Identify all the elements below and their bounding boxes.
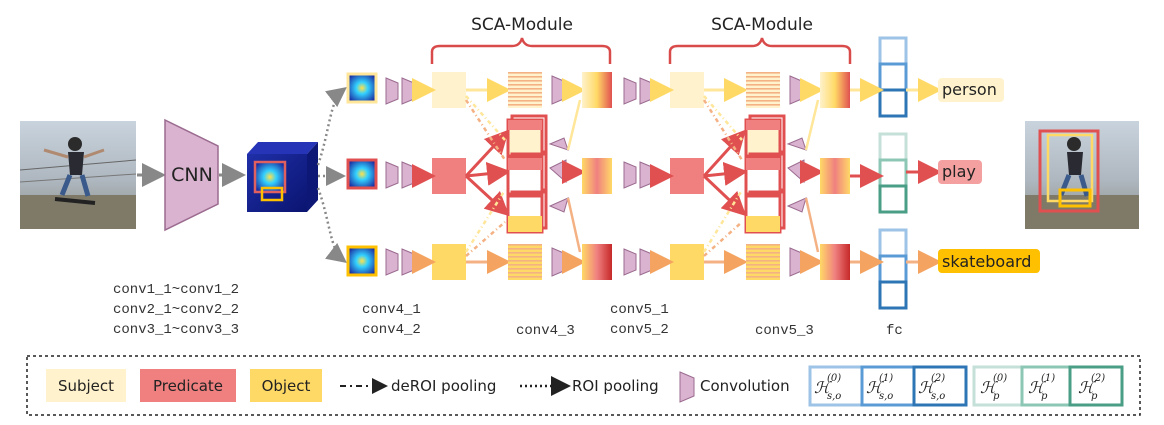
module1-object-feature — [508, 244, 542, 280]
sca-module-title-2: SCA-Module — [711, 15, 813, 35]
module2-fusion-lines — [800, 78, 824, 274]
svg-text:(0): (0) — [993, 373, 1007, 384]
legend-deroi-label: deROI pooling — [391, 377, 496, 395]
legend-subject-swatch — [46, 369, 126, 402]
layer-label-conv4-3: conv4_3 — [516, 323, 575, 339]
legend-object-swatch — [250, 369, 322, 402]
legend: Subject Predicate Object deROI pooling R… — [26, 355, 1141, 416]
sca-module-title-1: SCA-Module — [471, 15, 573, 35]
legend-hso-text: ℋs,o(0)ℋs,o(1)ℋs,o(2) — [814, 373, 945, 402]
main-flow-arrows — [412, 78, 942, 274]
layer-label-conv5-3: conv5_3 — [755, 323, 814, 339]
svg-text:ℋ: ℋ — [1028, 378, 1046, 397]
fc-stack-object — [878, 228, 908, 310]
svg-text:ℋ: ℋ — [918, 378, 936, 397]
layer-label-backbone-3: conv3_1~conv3_3 — [113, 322, 239, 338]
fc-stack-subject — [878, 36, 908, 118]
output-person: person — [938, 78, 1004, 102]
roi-pooling-arrows — [316, 86, 347, 264]
feature-map-cube — [247, 142, 318, 212]
legend-hso-1: ℋs,o (1) — [866, 373, 893, 402]
sca-module-bracket-2: SCA-Module — [668, 15, 852, 64]
layer-label-fc: fc — [886, 323, 903, 339]
roi-map-object — [346, 245, 378, 277]
legend-object-label: Object — [262, 377, 311, 395]
svg-text:(2): (2) — [931, 373, 945, 384]
roi-map-subject — [346, 72, 378, 104]
legend-predicate-label: Predicate — [153, 377, 223, 395]
module1-predicate-stack — [506, 114, 548, 234]
module1-fusion-lines — [562, 78, 586, 274]
module2-predicate-stack — [744, 114, 786, 234]
module2-object-feature — [746, 244, 780, 280]
output-skateboard: skateboard — [938, 249, 1040, 273]
module2-conv3-blocks — [786, 75, 807, 277]
module1-conv3-blocks — [548, 75, 569, 277]
svg-text:s,o: s,o — [879, 391, 893, 402]
module1-outputs — [582, 72, 612, 280]
legend-predicate-swatch — [140, 369, 236, 402]
svg-text:ℋ: ℋ — [1078, 378, 1096, 397]
output-photo — [1025, 121, 1139, 229]
layer-label-conv4-1: conv4_1 — [362, 302, 421, 318]
layer-label-conv5-1: conv5_1 — [610, 302, 669, 318]
svg-text:(2): (2) — [1091, 373, 1105, 384]
layer-label-conv4-2: conv4_2 — [362, 322, 421, 338]
layer-label-backbone-1: conv1_1~conv1_2 — [113, 282, 239, 298]
conv4-1-2-blocks — [385, 77, 415, 276]
sca-module-bracket-1: SCA-Module — [430, 15, 612, 64]
cnn-label: CNN — [171, 164, 213, 186]
layer-label-backbone-2: conv2_1~conv2_2 — [113, 302, 239, 318]
output-skateboard-label: skateboard — [942, 252, 1031, 271]
output-play: play — [938, 160, 982, 184]
module2-flow-lines — [702, 78, 748, 274]
svg-text:(0): (0) — [827, 373, 841, 384]
legend-hp-1: ℋp (1) — [1028, 373, 1055, 402]
roi-map-predicate — [346, 158, 378, 190]
module1-flow-lines — [464, 78, 511, 274]
module1-subject-feature — [508, 72, 542, 108]
svg-text:ℋ: ℋ — [866, 378, 884, 397]
legend-subject-label: Subject — [58, 377, 114, 395]
svg-text:(1): (1) — [879, 373, 893, 384]
layer-label-conv5-2: conv5_2 — [610, 322, 669, 338]
legend-roi-label: ROI pooling — [572, 377, 659, 395]
legend-hp-text: ℋp(0)ℋp(1)ℋp(2) — [980, 373, 1105, 402]
svg-text:s,o: s,o — [827, 391, 841, 402]
conv5-1-2-blocks — [623, 77, 653, 276]
legend-hso-2: ℋs,o (2) — [918, 373, 945, 402]
legend-convolution-icon — [679, 371, 695, 403]
legend-convolution-label: Convolution — [700, 377, 790, 395]
fc-stack-predicate — [878, 132, 908, 214]
svg-text:(1): (1) — [1041, 373, 1055, 384]
module1-inputs — [432, 72, 466, 280]
cnn-backbone: CNN — [164, 118, 219, 232]
svg-text:p: p — [993, 391, 1000, 402]
svg-text:p: p — [1041, 391, 1048, 402]
module2-subject-feature — [746, 72, 780, 108]
output-play-label: play — [942, 162, 976, 181]
module2-outputs — [820, 72, 850, 280]
legend-hp-group — [972, 365, 1124, 407]
svg-text:ℋ: ℋ — [980, 378, 998, 397]
legend-border — [26, 355, 1141, 416]
legend-hp-0: ℋp (0) — [980, 373, 1007, 402]
output-person-label: person — [942, 80, 997, 99]
legend-hso-group — [808, 365, 968, 407]
input-photo — [19, 121, 137, 229]
layer-labels: conv1_1~conv1_2 conv2_1~conv2_2 conv3_1~… — [113, 282, 903, 339]
legend-hso-0: ℋs,o (0) — [814, 373, 841, 402]
svg-text:s,o: s,o — [931, 391, 945, 402]
module2-inputs — [670, 72, 704, 280]
legend-hp-2: ℋp (2) — [1078, 373, 1105, 402]
svg-text:p: p — [1091, 391, 1098, 402]
svg-text:ℋ: ℋ — [814, 378, 832, 397]
